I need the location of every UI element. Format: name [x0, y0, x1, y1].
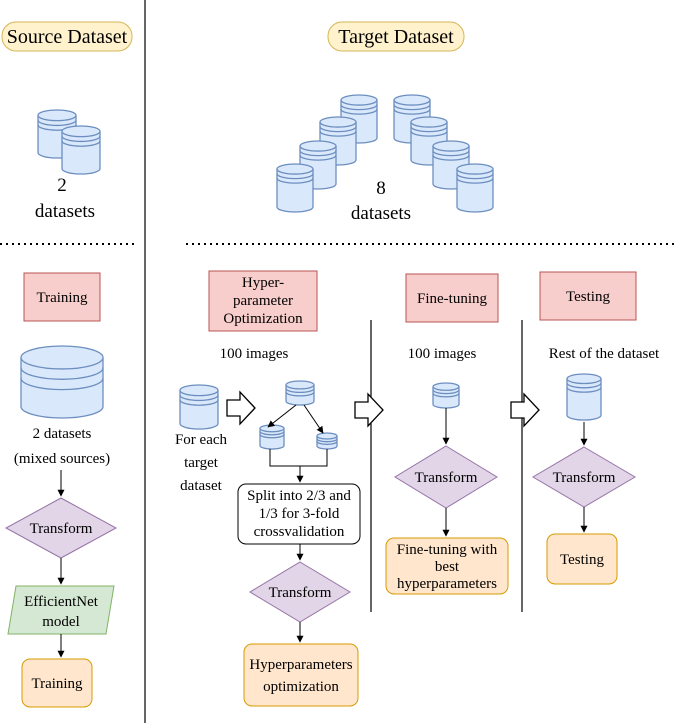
source-training-label: Training [23, 272, 101, 322]
target-header: Target Dataset [327, 21, 465, 52]
testing-images: Rest of the dataset [549, 346, 660, 362]
finetune-database-icon [432, 382, 460, 409]
svg-text:Training: Training [31, 676, 83, 692]
svg-text:Split into 2/3 and: Split into 2/3 and [247, 488, 351, 504]
for-each-1: For each [175, 432, 228, 448]
svg-text:Hyper-: Hyper- [242, 275, 284, 291]
for-each-2: target [184, 455, 219, 471]
svg-text:Testing: Testing [560, 552, 604, 568]
svg-text:Fine-tuning: Fine-tuning [417, 291, 487, 307]
mixed-database-icon [20, 345, 104, 419]
svg-text:EfficientNet: EfficientNet [24, 594, 99, 610]
hpo-block-arrow-icon [226, 390, 256, 426]
svg-text:Testing: Testing [566, 289, 610, 305]
mixed-db-caption-2: (mixed sources) [14, 451, 110, 467]
hpo-transform: Transform [249, 561, 351, 623]
target-databases-icon [276, 94, 494, 213]
source-transform: Transform [4, 497, 118, 559]
testing-block-arrow-icon [510, 392, 540, 428]
database-cylinder-icon [432, 382, 460, 409]
database-cylinder-icon [276, 163, 314, 213]
hpo-target-database-icon [179, 384, 219, 430]
svg-text:optimization: optimization [263, 679, 339, 695]
svg-text:Optimization: Optimization [223, 311, 303, 327]
svg-text:Source Dataset: Source Dataset [7, 26, 128, 48]
database-cylinder-icon [340, 94, 378, 144]
svg-text:Transform: Transform [30, 521, 93, 537]
testing-transform: Transform [532, 446, 636, 508]
finetune-images: 100 images [408, 346, 477, 362]
for-each-3: dataset [180, 478, 222, 494]
hpo-images: 100 images [220, 346, 289, 362]
target-count: 8 [376, 178, 386, 199]
database-cylinder-icon [259, 424, 285, 450]
split-databases-icon [259, 380, 338, 450]
finetune-block-arrow-icon [354, 392, 384, 428]
database-cylinder-icon [566, 373, 602, 421]
database-cylinder-icon [456, 163, 494, 213]
source-training-box: Training [21, 658, 93, 708]
finetune-label: Fine-tuning [405, 273, 499, 323]
target-count-caption: datasets [351, 203, 411, 224]
svg-text:Target Dataset: Target Dataset [338, 26, 454, 48]
split-box: Split into 2/3 and 1/3 for 3-fold crossv… [237, 483, 361, 545]
svg-text:model: model [42, 614, 80, 630]
database-cylinder-icon [316, 432, 338, 450]
svg-text:Transform: Transform [415, 470, 478, 486]
svg-text:Fine-tuning with: Fine-tuning with [397, 542, 498, 558]
finetune-transform: Transform [394, 445, 498, 509]
testing-label: Testing [539, 271, 637, 321]
mixed-db-caption-1: 2 datasets [33, 426, 92, 442]
svg-text:hyperparameters: hyperparameters [397, 576, 497, 592]
svg-text:1/3 for 3-fold: 1/3 for 3-fold [259, 506, 340, 522]
hpo-result-box: Hyperparameters optimization [243, 643, 359, 707]
database-cylinder-icon [285, 380, 315, 406]
svg-text:Training: Training [36, 290, 88, 306]
svg-text:crossvalidation: crossvalidation [254, 524, 345, 540]
source-databases-icon [37, 109, 101, 175]
efficientnet-model: EfficientNet model [7, 585, 115, 635]
source-count-caption: datasets [35, 201, 95, 222]
svg-text:Hyperparameters: Hyperparameters [249, 657, 352, 673]
testing-result-box: Testing [546, 533, 618, 585]
source-count: 2 [57, 175, 67, 196]
svg-text:best: best [435, 559, 460, 575]
svg-text:Transform: Transform [553, 470, 616, 486]
finetune-result-box: Fine-tuning with best hyperparameters [385, 537, 509, 595]
testing-database-icon [566, 373, 602, 421]
database-cylinder-icon [61, 125, 101, 175]
database-cylinder-icon [20, 345, 104, 419]
database-cylinder-icon [179, 384, 219, 430]
hpo-label: Hyper- parameter Optimization [208, 270, 318, 332]
svg-text:parameter: parameter [233, 293, 293, 309]
source-header: Source Dataset [1, 21, 133, 52]
svg-text:Transform: Transform [269, 585, 332, 601]
